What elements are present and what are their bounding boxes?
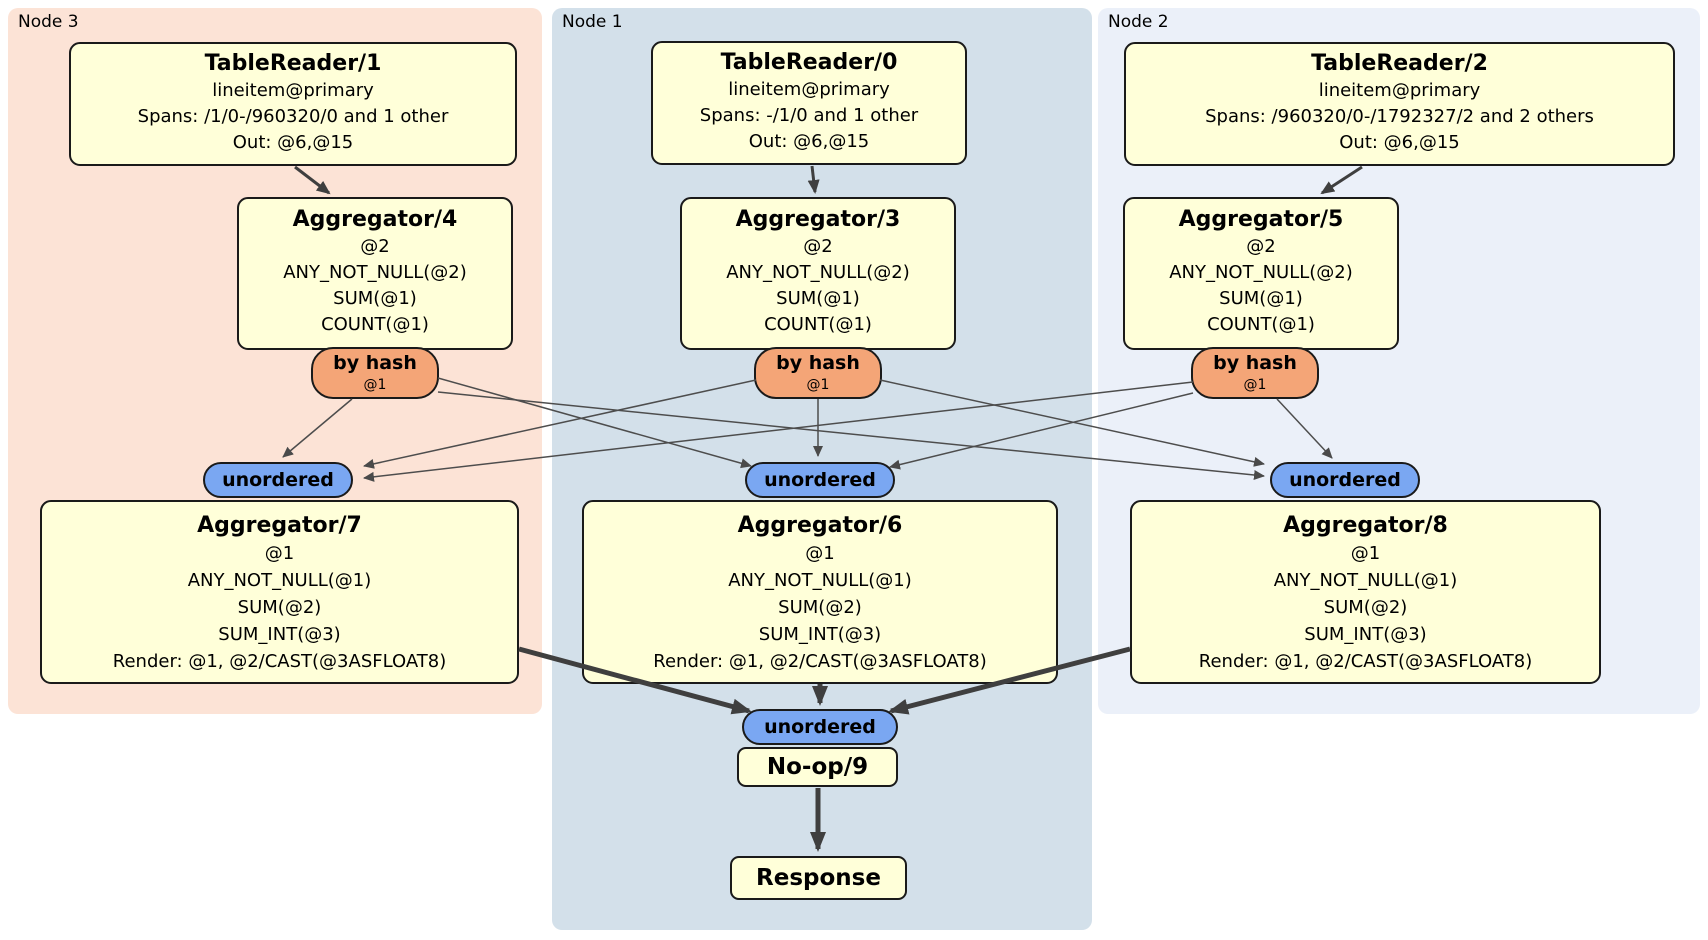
tablereader2-title: TableReader/2 (1311, 51, 1488, 76)
node2-label: Node 2 (1108, 12, 1169, 32)
box-line: ANY_NOT_NULL(@1) (187, 570, 372, 591)
box-line: @1 (264, 543, 295, 564)
tablereader1-box: TableReader/1 lineitem@primary Spans: /1… (69, 42, 517, 166)
box-line: COUNT(@1) (1207, 314, 1315, 335)
box-line: SUM_INT(@3) (758, 624, 882, 645)
box-line: ANY_NOT_NULL(@2) (1169, 262, 1353, 283)
box-line: ANY_NOT_NULL(@1) (728, 570, 912, 591)
box-line: Out: @6,@15 (1339, 132, 1460, 153)
box-line: Render: @1, @2/CAST(@3ASFLOAT8) (112, 651, 447, 672)
box-line: Render: @1, @2/CAST(@3ASFLOAT8) (1198, 651, 1533, 672)
unordered-stream-right: unordered (1270, 462, 1420, 498)
box-line: SUM_INT(@3) (1304, 624, 1427, 645)
box-line: @2 (360, 236, 390, 257)
box-line: COUNT(@1) (764, 314, 872, 335)
aggregator5-title: Aggregator/5 (1178, 207, 1344, 232)
box-line: SUM(@2) (237, 597, 322, 618)
box-line: Spans: /1/0-/960320/0 and 1 other (137, 106, 449, 127)
hash-router-label: by hash (1213, 352, 1297, 374)
noop-box: No-op/9 (737, 747, 898, 787)
box-line: ANY_NOT_NULL(@2) (283, 262, 467, 283)
box-line: Out: @6,@15 (232, 132, 354, 153)
aggregator4-title: Aggregator/4 (292, 207, 458, 232)
box-line: @1 (805, 543, 835, 564)
tablereader2-box: TableReader/2 lineitem@primary Spans: /9… (1124, 42, 1675, 166)
aggregator5-box: Aggregator/5 @2 ANY_NOT_NULL(@2) SUM(@1)… (1123, 197, 1399, 350)
aggregator6-box: Aggregator/6 @1 ANY_NOT_NULL(@1) SUM(@2)… (582, 500, 1058, 684)
box-line: SUM(@1) (776, 288, 860, 309)
box-line: SUM(@1) (333, 288, 417, 309)
box-line: SUM(@2) (1323, 597, 1408, 618)
hash-router-agg3: by hash @1 (754, 347, 882, 399)
hash-router-detail: @1 (806, 377, 830, 393)
box-line: Render: @1, @2/CAST(@3ASFLOAT8) (653, 651, 987, 672)
tablereader0-title: TableReader/0 (720, 50, 898, 75)
box-line: SUM(@2) (778, 597, 862, 618)
tablereader1-title: TableReader/1 (204, 51, 382, 76)
noop-title: No-op/9 (766, 754, 869, 780)
hash-router-detail: @1 (363, 377, 387, 393)
box-line: Spans: /960320/0-/1792327/2 and 2 others (1205, 106, 1594, 127)
hash-router-agg4: by hash @1 (311, 347, 439, 399)
response-title: Response (756, 865, 881, 891)
box-line: Spans: -/1/0 and 1 other (699, 105, 919, 126)
aggregator8-title: Aggregator/8 (1283, 513, 1448, 538)
box-line: lineitem@primary (212, 80, 374, 101)
hash-router-detail: @1 (1243, 377, 1267, 393)
box-line: lineitem@primary (728, 79, 890, 100)
box-line: ANY_NOT_NULL(@1) (1273, 570, 1458, 591)
node1-label: Node 1 (562, 12, 623, 32)
box-line: @2 (803, 236, 833, 257)
unordered-stream-left: unordered (203, 462, 353, 498)
aggregator3-box: Aggregator/3 @2 ANY_NOT_NULL(@2) SUM(@1)… (680, 197, 956, 350)
box-line: SUM_INT(@3) (218, 624, 341, 645)
hash-router-label: by hash (776, 352, 860, 374)
box-line: SUM(@1) (1219, 288, 1303, 309)
box-line: Out: @6,@15 (748, 131, 870, 152)
aggregator7-title: Aggregator/7 (197, 513, 362, 538)
aggregator3-title: Aggregator/3 (735, 207, 901, 232)
box-line: @1 (1350, 543, 1381, 564)
aggregator6-title: Aggregator/6 (737, 513, 903, 538)
hash-router-label: by hash (333, 352, 417, 374)
box-line: lineitem@primary (1318, 80, 1481, 101)
tablereader0-box: TableReader/0 lineitem@primary Spans: -/… (651, 41, 967, 165)
box-line: @2 (1246, 236, 1276, 257)
aggregator7-box: Aggregator/7 @1 ANY_NOT_NULL(@1) SUM(@2)… (40, 500, 519, 684)
aggregator4-box: Aggregator/4 @2 ANY_NOT_NULL(@2) SUM(@1)… (237, 197, 513, 350)
box-line: ANY_NOT_NULL(@2) (726, 262, 910, 283)
response-box: Response (730, 856, 907, 900)
node3-label: Node 3 (18, 12, 79, 32)
unordered-stream-final: unordered (742, 709, 898, 745)
aggregator8-box: Aggregator/8 @1 ANY_NOT_NULL(@1) SUM(@2)… (1130, 500, 1601, 684)
unordered-stream-center: unordered (745, 462, 895, 498)
hash-router-agg5: by hash @1 (1191, 347, 1319, 399)
box-line: COUNT(@1) (321, 314, 429, 335)
